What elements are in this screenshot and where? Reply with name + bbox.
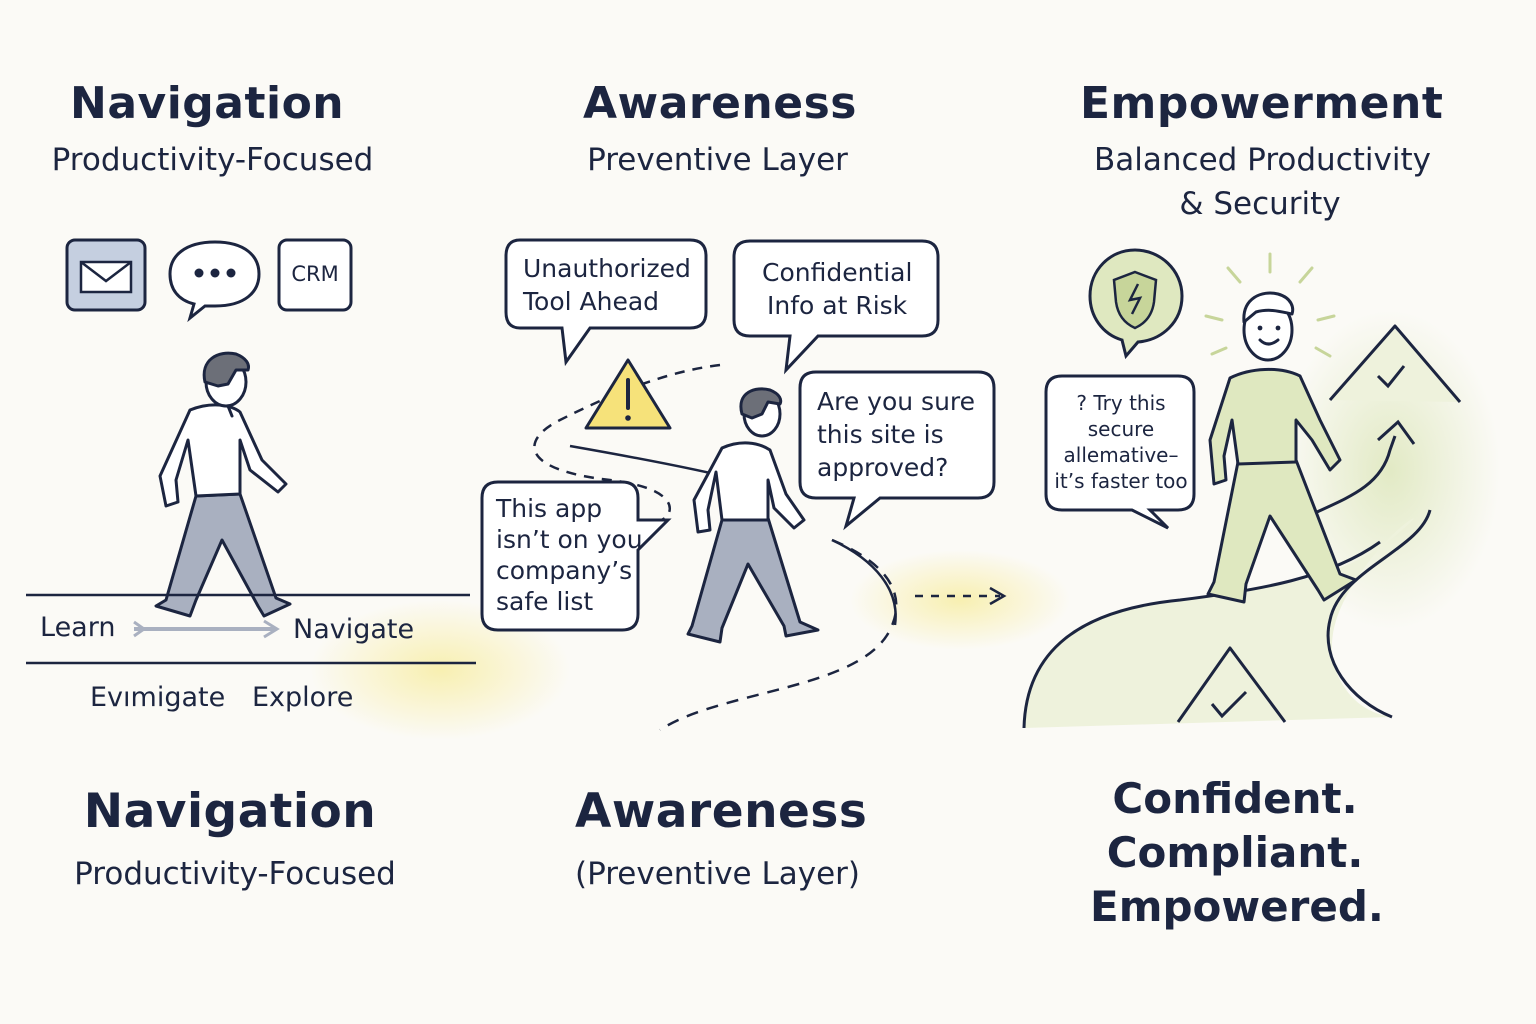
nav-subtitle: Productivity-Focused [51, 142, 374, 178]
chat-icon [168, 240, 261, 323]
bottom-aware-title: Awareness [575, 784, 868, 839]
nav-title: Navigation [70, 78, 345, 129]
arrow-icon [133, 619, 280, 639]
bubble-confidential [732, 239, 940, 375]
mountain-check-icon [1176, 646, 1287, 723]
bubble-unauthorized [504, 238, 708, 367]
explore-label: Explore [252, 682, 354, 713]
empower-title: Empowerment [1080, 78, 1444, 129]
aware-subtitle: Preventive Layer [587, 142, 848, 178]
warning-icon [584, 358, 672, 430]
empower-subtitle-2: & Security [1179, 186, 1341, 222]
bubble-are-you-sure [798, 370, 996, 531]
bottom-aware-subtitle: (Preventive Layer) [574, 856, 860, 892]
walking-person-1 [154, 351, 292, 618]
walking-person-2 [686, 387, 820, 644]
crm-icon [277, 238, 353, 312]
evmigate-label: Evımigate [90, 682, 226, 713]
learn-label: Learn [40, 612, 116, 643]
shield-icon [1088, 248, 1184, 360]
bubble-this-app [480, 480, 672, 632]
bottom-nav-title: Navigation [83, 784, 377, 839]
empower-subtitle-1: Balanced Productivity [1094, 142, 1431, 178]
crm-label: CRM [291, 262, 339, 286]
mail-icon [65, 238, 147, 312]
aware-title: Awareness [583, 78, 857, 129]
navigate-label: Navigate [293, 614, 415, 645]
final-slogan: Confident. Compliant. Empowered. [1090, 774, 1384, 931]
bottom-nav-subtitle: Productivity-Focused [74, 856, 396, 892]
glow-rays [1204, 252, 1336, 358]
mountain-icon [1328, 324, 1462, 403]
empowered-person [1206, 291, 1358, 604]
bubble-try-this [1044, 374, 1196, 530]
